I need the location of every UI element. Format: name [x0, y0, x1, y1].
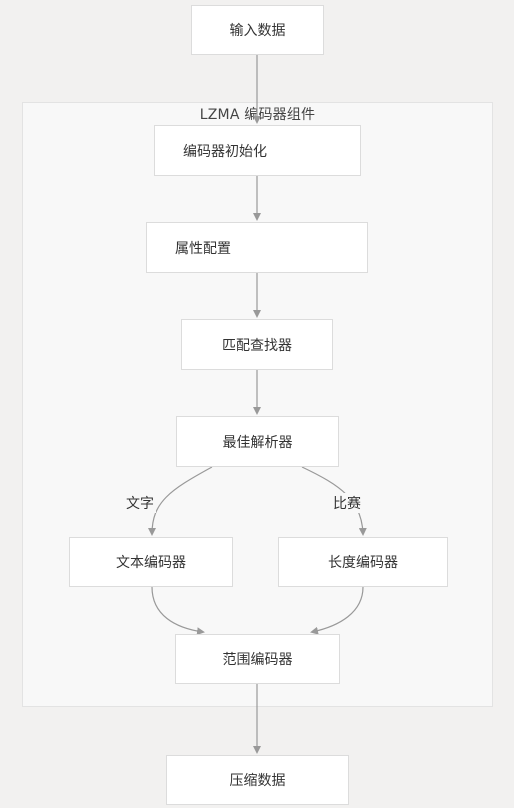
node-compressed-data: 压缩数据 [166, 755, 349, 805]
node-length-encoder: 长度编码器 [278, 537, 448, 587]
edge-label-match: 比赛 [331, 493, 363, 513]
node-encoder-init: 编码器初始化 [154, 125, 361, 176]
group-title: LZMA 编码器组件 [199, 107, 316, 123]
node-optimal-parser: 最佳解析器 [176, 416, 339, 467]
node-match-finder: 匹配查找器 [181, 319, 333, 370]
node-property-config: 属性配置 [146, 222, 368, 273]
edge-label-literal: 文字 [124, 493, 156, 513]
node-literal-encoder: 文本编码器 [69, 537, 233, 587]
lzma-encoder-group [22, 102, 493, 707]
node-input-data: 输入数据 [191, 5, 324, 55]
node-range-encoder: 范围编码器 [175, 634, 340, 684]
